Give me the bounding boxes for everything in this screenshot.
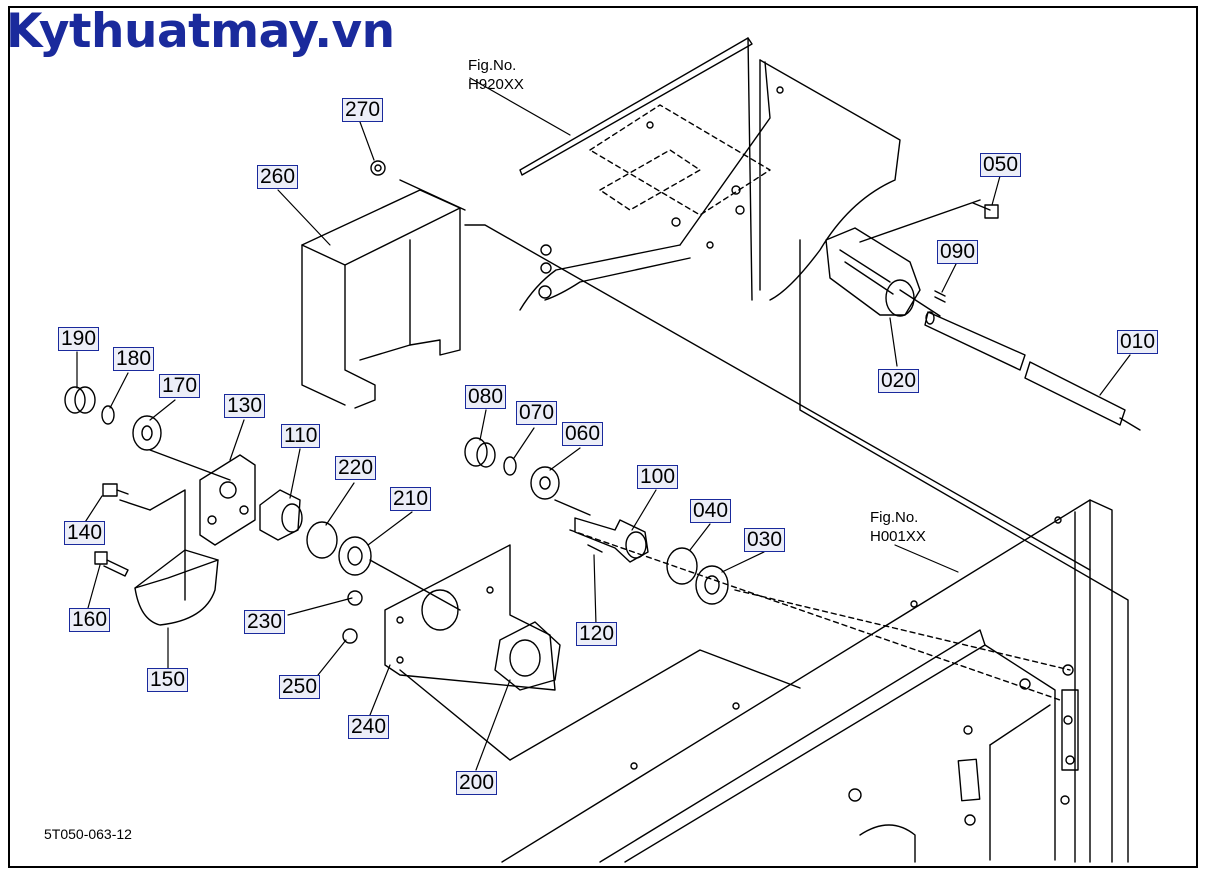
part-270-nut [370, 160, 386, 176]
part-180-washer [101, 405, 115, 425]
part-label-270[interactable]: 270 [342, 98, 384, 122]
part-label-090[interactable]: 090 [937, 240, 979, 264]
part-label-030[interactable]: 030 [744, 528, 786, 552]
part-label-050[interactable]: 050 [980, 153, 1022, 177]
assembly-lines [119, 179, 1129, 863]
part-030-bearing [695, 565, 729, 605]
part-050-bolt [972, 202, 999, 219]
figure-ref-h001: Fig.No. H001XX [870, 508, 926, 546]
part-label-010[interactable]: 010 [1117, 330, 1159, 354]
part-label-040[interactable]: 040 [690, 499, 732, 523]
part-130-plate [199, 454, 256, 546]
lower-frame-part [501, 499, 1113, 863]
part-label-180[interactable]: 180 [113, 347, 155, 371]
part-210-bearing [338, 536, 372, 576]
part-label-210[interactable]: 210 [390, 487, 432, 511]
part-080-nut [464, 437, 496, 468]
part-020-yoke [825, 227, 921, 317]
part-label-020[interactable]: 020 [878, 369, 920, 393]
part-240-bracket [384, 544, 556, 691]
part-040-snap-ring [666, 547, 698, 585]
figure-ref-h920: Fig.No. H920XX [468, 56, 524, 94]
part-160-bolt [94, 551, 129, 577]
part-070-washer [503, 456, 517, 476]
part-170-washer [132, 415, 162, 451]
part-100-arm [574, 517, 649, 563]
part-label-120[interactable]: 120 [576, 622, 618, 646]
part-220-snap-ring [306, 521, 338, 559]
part-label-130[interactable]: 130 [224, 394, 266, 418]
leader-lines [76, 77, 1131, 771]
part-200-bearing-housing [494, 621, 561, 691]
part-label-170[interactable]: 170 [159, 374, 201, 398]
figure-ref-h001-label: Fig.No. [870, 509, 919, 526]
figure-ref-h920-code: H920XX [468, 76, 524, 93]
part-label-080[interactable]: 080 [465, 385, 507, 409]
figure-ref-h001-code: H001XX [870, 528, 926, 545]
part-label-140[interactable]: 140 [64, 521, 106, 545]
part-060-washer [530, 466, 560, 500]
part-label-260[interactable]: 260 [257, 165, 299, 189]
drawing-code: 5T050-063-12 [44, 826, 132, 842]
part-label-220[interactable]: 220 [335, 456, 377, 480]
part-label-110[interactable]: 110 [281, 424, 321, 448]
part-150-weight [134, 549, 219, 626]
drawing-frame [8, 6, 1198, 868]
part-190-nut [64, 386, 96, 414]
part-090-pin [934, 290, 946, 303]
part-label-200[interactable]: 200 [456, 771, 498, 795]
part-230-bolt [347, 590, 363, 606]
part-label-150[interactable]: 150 [147, 668, 189, 692]
part-250-bolt [342, 628, 358, 644]
part-label-240[interactable]: 240 [348, 715, 390, 739]
part-110-flange [259, 489, 303, 541]
figure-ref-h920-label: Fig.No. [468, 57, 517, 74]
part-260-cover [301, 189, 461, 409]
part-120-pin [587, 544, 603, 553]
part-140-bolt [102, 483, 129, 497]
part-label-250[interactable]: 250 [279, 675, 321, 699]
part-label-060[interactable]: 060 [562, 422, 604, 446]
upper-frame-part [519, 37, 901, 311]
part-label-070[interactable]: 070 [516, 401, 558, 425]
part-010-shaft [924, 311, 1141, 431]
part-label-100[interactable]: 100 [637, 465, 679, 489]
part-label-160[interactable]: 160 [69, 608, 111, 632]
part-label-190[interactable]: 190 [58, 327, 100, 351]
brand-logo: Kythuatmay.vn [6, 4, 395, 59]
part-label-230[interactable]: 230 [244, 610, 286, 634]
